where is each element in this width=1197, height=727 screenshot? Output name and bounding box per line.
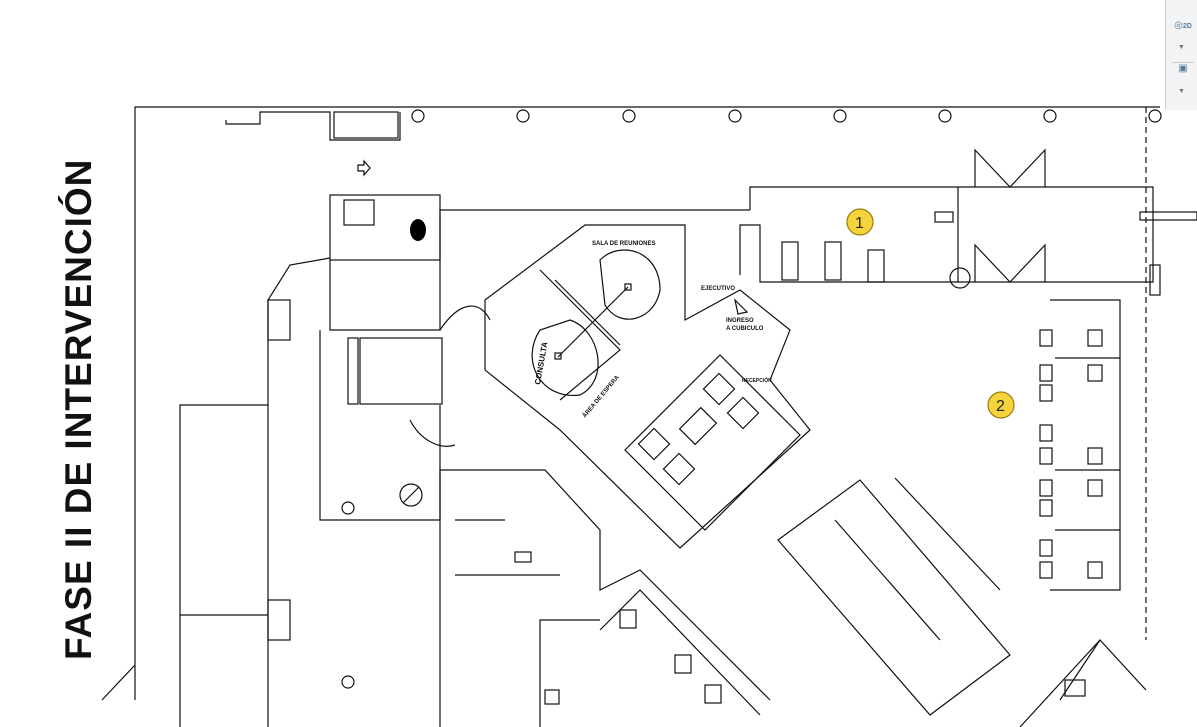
chevron-down-icon[interactable]: ▼	[1178, 88, 1185, 95]
steering-wheel-icon[interactable]: ◎2D	[1174, 20, 1192, 31]
label-espera: ÁREA DE ESPERA	[581, 374, 621, 420]
outer-wall	[134, 106, 1160, 700]
zoom-window-icon[interactable]: ▣	[1172, 62, 1194, 85]
drawing-title: FASE II DE INTERVENCIÓN	[58, 158, 99, 660]
navigation-bar: ◎2D ▼ ▣ ▼	[1165, 0, 1197, 110]
label-ingreso: INGRESO	[726, 318, 754, 324]
label-ejecutivo: EJECUTIVO	[701, 286, 735, 292]
chevron-down-icon[interactable]: ▼	[1178, 44, 1185, 51]
marker-1: 1	[846, 208, 874, 236]
label-sala: SALA DE REUNIONES	[592, 241, 655, 247]
label-recepcion: RECEPCIÓN	[742, 376, 772, 384]
marker-2: 2	[987, 391, 1015, 419]
svg-text:1: 1	[855, 215, 864, 232]
column-markers	[341, 109, 1162, 689]
label-cubiculo: A CUBICULO	[726, 326, 764, 332]
svg-text:2: 2	[996, 398, 1005, 415]
reception-block	[484, 224, 811, 549]
label-consulta: CONSULTA	[533, 341, 549, 385]
workstations	[1039, 329, 1120, 579]
